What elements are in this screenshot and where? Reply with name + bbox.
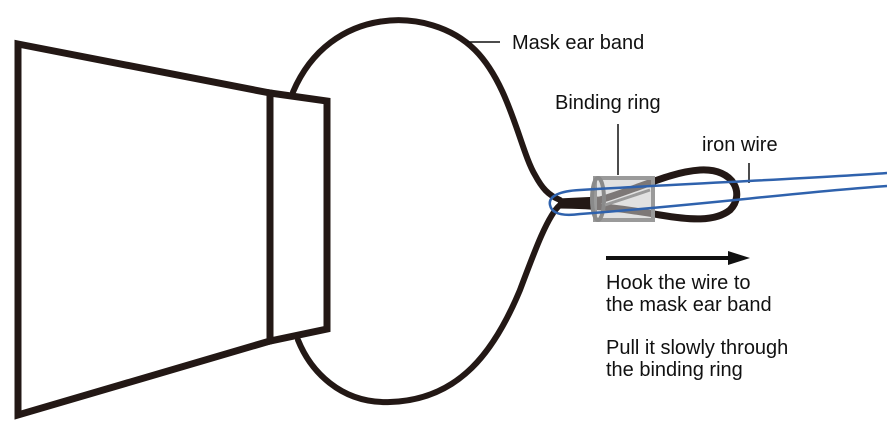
instruction-step-2: Pull it slowly through the binding ring	[606, 337, 788, 381]
instruction-line: the binding ring	[606, 359, 743, 381]
instruction-line: Pull it slowly through	[606, 337, 789, 359]
ear-band-label: Mask ear band	[512, 32, 645, 54]
instruction-line: the mask ear band	[606, 294, 772, 316]
instruction-step-1: Hook the wire to the mask ear band	[606, 272, 772, 316]
pull-direction-arrow	[606, 251, 750, 265]
iron-wire	[548, 171, 887, 217]
binding-ring	[590, 176, 655, 222]
iron-wire-label: iron wire	[702, 134, 778, 156]
ear-band	[290, 17, 563, 406]
mask-body	[14, 39, 274, 420]
mask-edge	[266, 88, 331, 346]
instruction-line: Hook the wire to	[606, 272, 751, 294]
binding-ring-label: Binding ring	[555, 92, 661, 114]
